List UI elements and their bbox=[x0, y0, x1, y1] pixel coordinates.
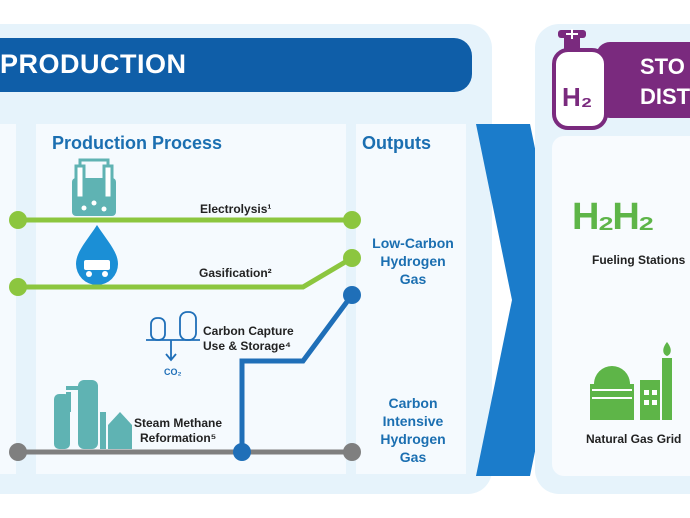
low-carbon-line2: Hydrogen bbox=[380, 253, 446, 269]
low-carbon-output: Low-Carbon Hydrogen Gas bbox=[360, 234, 466, 288]
co2-label: CO₂ bbox=[164, 367, 182, 377]
outputs-column bbox=[356, 124, 466, 474]
gasification-label: Gasification² bbox=[199, 266, 272, 280]
storage-inner-column bbox=[552, 136, 690, 476]
production-header-title: PRODUCTION bbox=[0, 49, 187, 79]
smr-label-line1: Steam Methane bbox=[134, 416, 223, 430]
storage-header-bar bbox=[596, 42, 690, 118]
production-header-bar bbox=[0, 38, 472, 92]
storage-header-title: STO DISTRI bbox=[640, 52, 690, 112]
steam-methane-reformation-icon bbox=[54, 380, 132, 449]
smr-label-line2: Reformation⁵ bbox=[140, 431, 217, 445]
ccus-label-line1: Carbon Capture bbox=[203, 324, 294, 338]
electrolysis-icon bbox=[72, 158, 116, 216]
carbon-capture-icon bbox=[146, 311, 200, 362]
low-carbon-line3: Gas bbox=[399, 271, 427, 287]
carbon-intensive-line1: Carbon bbox=[388, 395, 438, 411]
electrolysis-label: Electrolysis¹ bbox=[200, 202, 272, 216]
gasification-icon bbox=[76, 225, 118, 285]
storage-title-line1: STO bbox=[640, 54, 685, 79]
carbon-intensive-line3: Hydrogen bbox=[380, 431, 446, 447]
hydrogen-cylinder-icon bbox=[552, 29, 608, 130]
natural-gas-grid-label: Natural Gas Grid bbox=[586, 432, 682, 446]
ccus-label-line2: Use & Storage⁴ bbox=[203, 339, 291, 353]
production-process-title: Production Process bbox=[52, 133, 223, 153]
fueling-station-icon: H₂H₂ bbox=[572, 196, 655, 238]
carbon-intensive-output: Carbon Intensive Hydrogen Gas bbox=[360, 394, 466, 466]
fueling-stations-label: Fueling Stations bbox=[592, 253, 686, 267]
carbon-intensive-line4: Gas bbox=[399, 449, 427, 465]
inputs-column bbox=[0, 124, 16, 474]
natural-gas-grid-icon bbox=[590, 342, 672, 420]
carbon-intensive-line2: Intensive bbox=[382, 413, 444, 429]
storage-title-line2: DISTRI bbox=[640, 84, 690, 109]
h2-symbol: H₂ bbox=[562, 82, 593, 112]
outputs-title: Outputs bbox=[362, 133, 431, 153]
low-carbon-line1: Low-Carbon bbox=[372, 235, 454, 251]
